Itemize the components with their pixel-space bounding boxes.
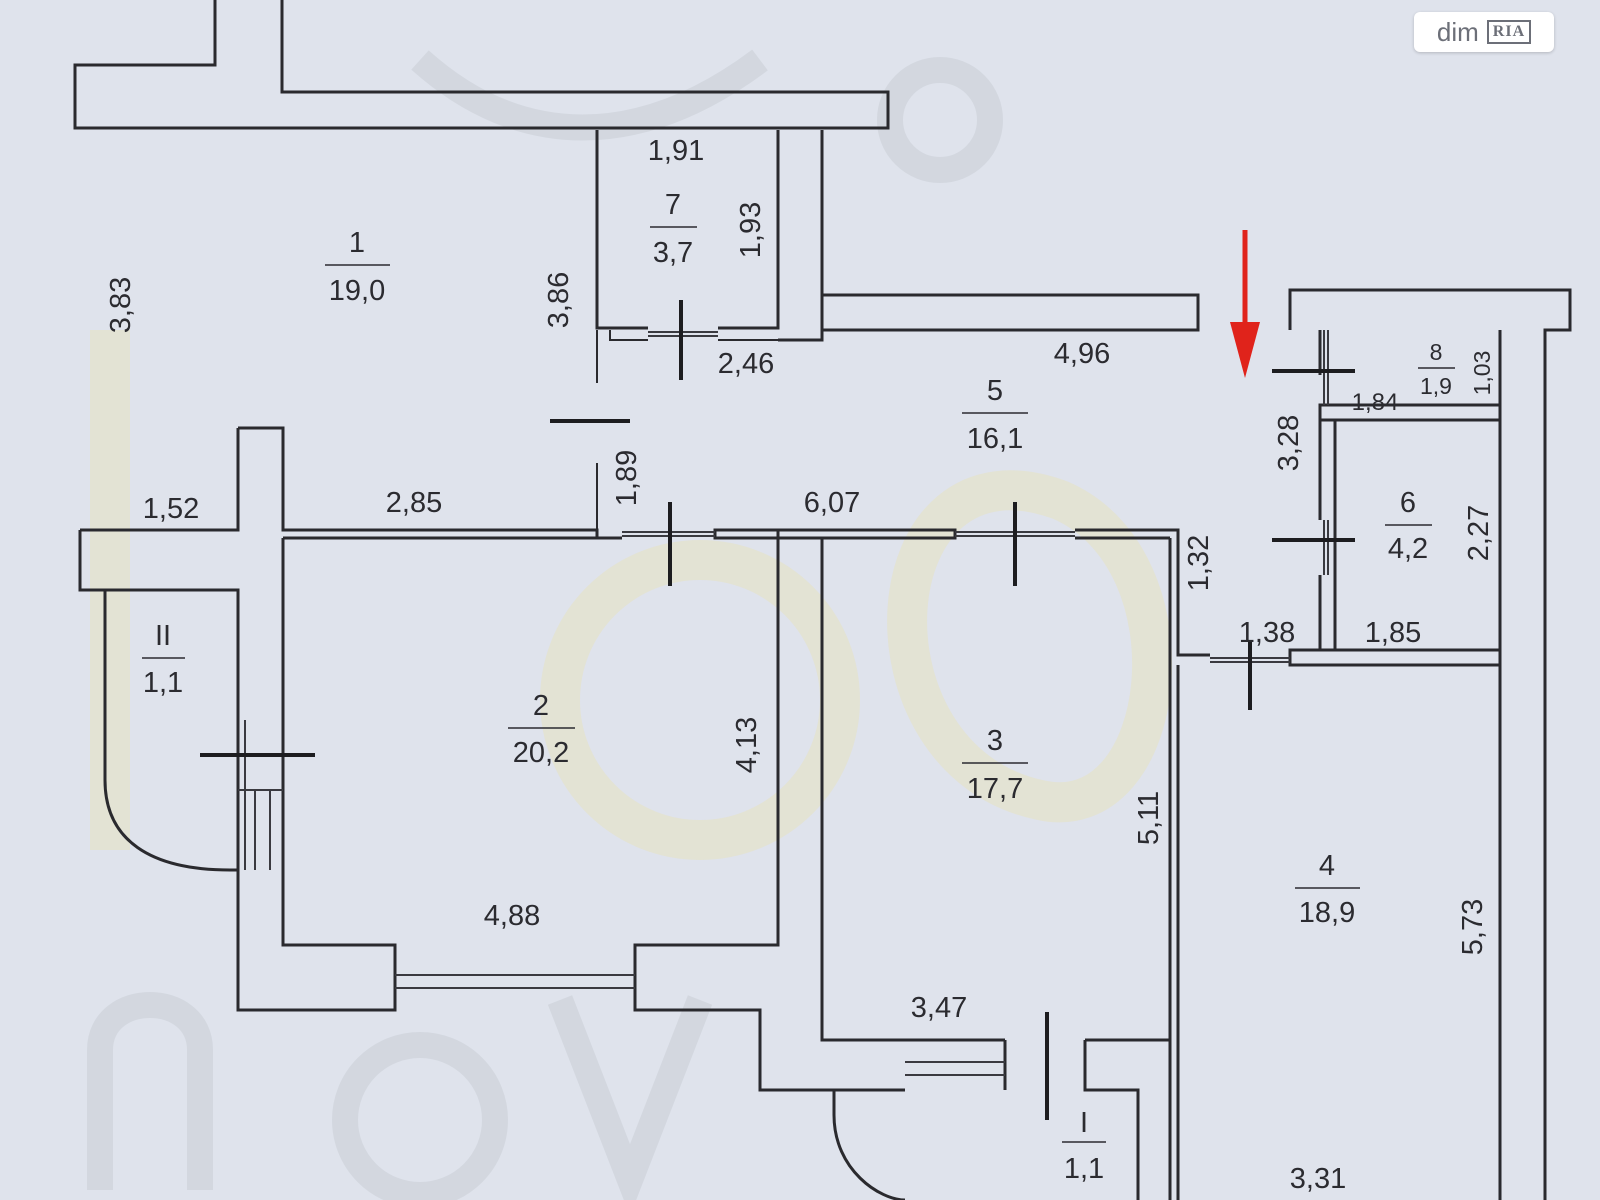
dim-1-93: 1,93 (735, 202, 767, 258)
dim-6-07: 6,07 (804, 487, 860, 519)
svg-text:6: 6 (1400, 487, 1416, 519)
dim-1-85: 1,85 (1365, 617, 1421, 649)
svg-text:19,0: 19,0 (329, 275, 385, 307)
dim-1-38: 1,38 (1239, 617, 1295, 649)
dim-3-83: 3,83 (105, 277, 137, 333)
dim-1-03: 1,03 (1469, 351, 1495, 396)
room-3-label: 3 17,7 (962, 725, 1028, 805)
svg-text:1,9: 1,9 (1420, 373, 1452, 399)
svg-text:17,7: 17,7 (967, 773, 1023, 805)
svg-text:II: II (155, 620, 171, 652)
dimension-labels: 1,91 1,93 3,86 3,83 2,46 4,96 1,84 1,03 … (105, 135, 1495, 1195)
dim-4-96: 4,96 (1054, 338, 1110, 370)
dim-ria-logo: dim RIA (1414, 12, 1554, 52)
svg-text:16,1: 16,1 (967, 423, 1023, 455)
balcony-I-label: I 1,1 (1062, 1107, 1106, 1185)
room-5-label: 5 16,1 (962, 375, 1028, 455)
svg-text:7: 7 (665, 189, 681, 221)
svg-text:3: 3 (987, 725, 1003, 757)
walls (73, 0, 1572, 1200)
balcony-II-label: II 1,1 (142, 620, 185, 699)
room-1-label: 1 19,0 (325, 227, 390, 307)
dim-1-32: 1,32 (1183, 535, 1215, 591)
dim-5-11: 5,11 (1133, 791, 1165, 845)
room-6-label: 6 4,2 (1385, 487, 1432, 565)
svg-text:1,1: 1,1 (1064, 1153, 1104, 1185)
dim-1-89: 1,89 (611, 450, 643, 506)
svg-text:2: 2 (533, 690, 549, 722)
dim-3-47: 3,47 (911, 992, 967, 1024)
dim-3-28: 3,28 (1273, 415, 1305, 471)
dim-2-46: 2,46 (718, 348, 774, 380)
dim-4-13: 4,13 (731, 717, 763, 773)
room-8-label: 8 1,9 (1418, 339, 1455, 399)
dim-3-86: 3,86 (543, 272, 575, 328)
svg-text:I: I (1080, 1107, 1088, 1139)
room-4-label: 4 18,9 (1295, 850, 1360, 929)
svg-text:1,1: 1,1 (143, 667, 183, 699)
windows (238, 330, 1329, 1076)
red-arrow-icon (1230, 230, 1260, 378)
logo-text-ria: RIA (1486, 20, 1532, 44)
dim-3-31: 3,31 (1290, 1163, 1346, 1195)
dim-5-73: 5,73 (1457, 899, 1489, 955)
svg-text:4,2: 4,2 (1388, 533, 1428, 565)
dim-1-91: 1,91 (648, 135, 704, 167)
svg-text:5: 5 (987, 375, 1003, 407)
room-7-label: 7 3,7 (650, 189, 697, 269)
svg-text:3,7: 3,7 (653, 237, 693, 269)
svg-text:8: 8 (1430, 339, 1443, 365)
door-marks (200, 300, 1355, 1120)
logo-text-dim: dim (1436, 16, 1479, 47)
svg-text:18,9: 18,9 (1299, 897, 1355, 929)
dim-2-27: 2,27 (1463, 505, 1495, 561)
svg-text:1: 1 (349, 227, 365, 259)
dim-1-84: 1,84 (1352, 389, 1399, 416)
svg-text:4: 4 (1319, 850, 1335, 882)
dim-2-85: 2,85 (386, 487, 442, 519)
svg-text:20,2: 20,2 (513, 737, 569, 769)
room-2-label: 2 20,2 (508, 690, 575, 769)
room-labels: 1 19,0 2 20,2 3 17,7 4 18,9 5 16,1 6 4,2 (142, 189, 1455, 1185)
background-watermark (87, 49, 1173, 1200)
dim-1-52: 1,52 (143, 493, 199, 525)
dim-4-88: 4,88 (484, 900, 540, 932)
